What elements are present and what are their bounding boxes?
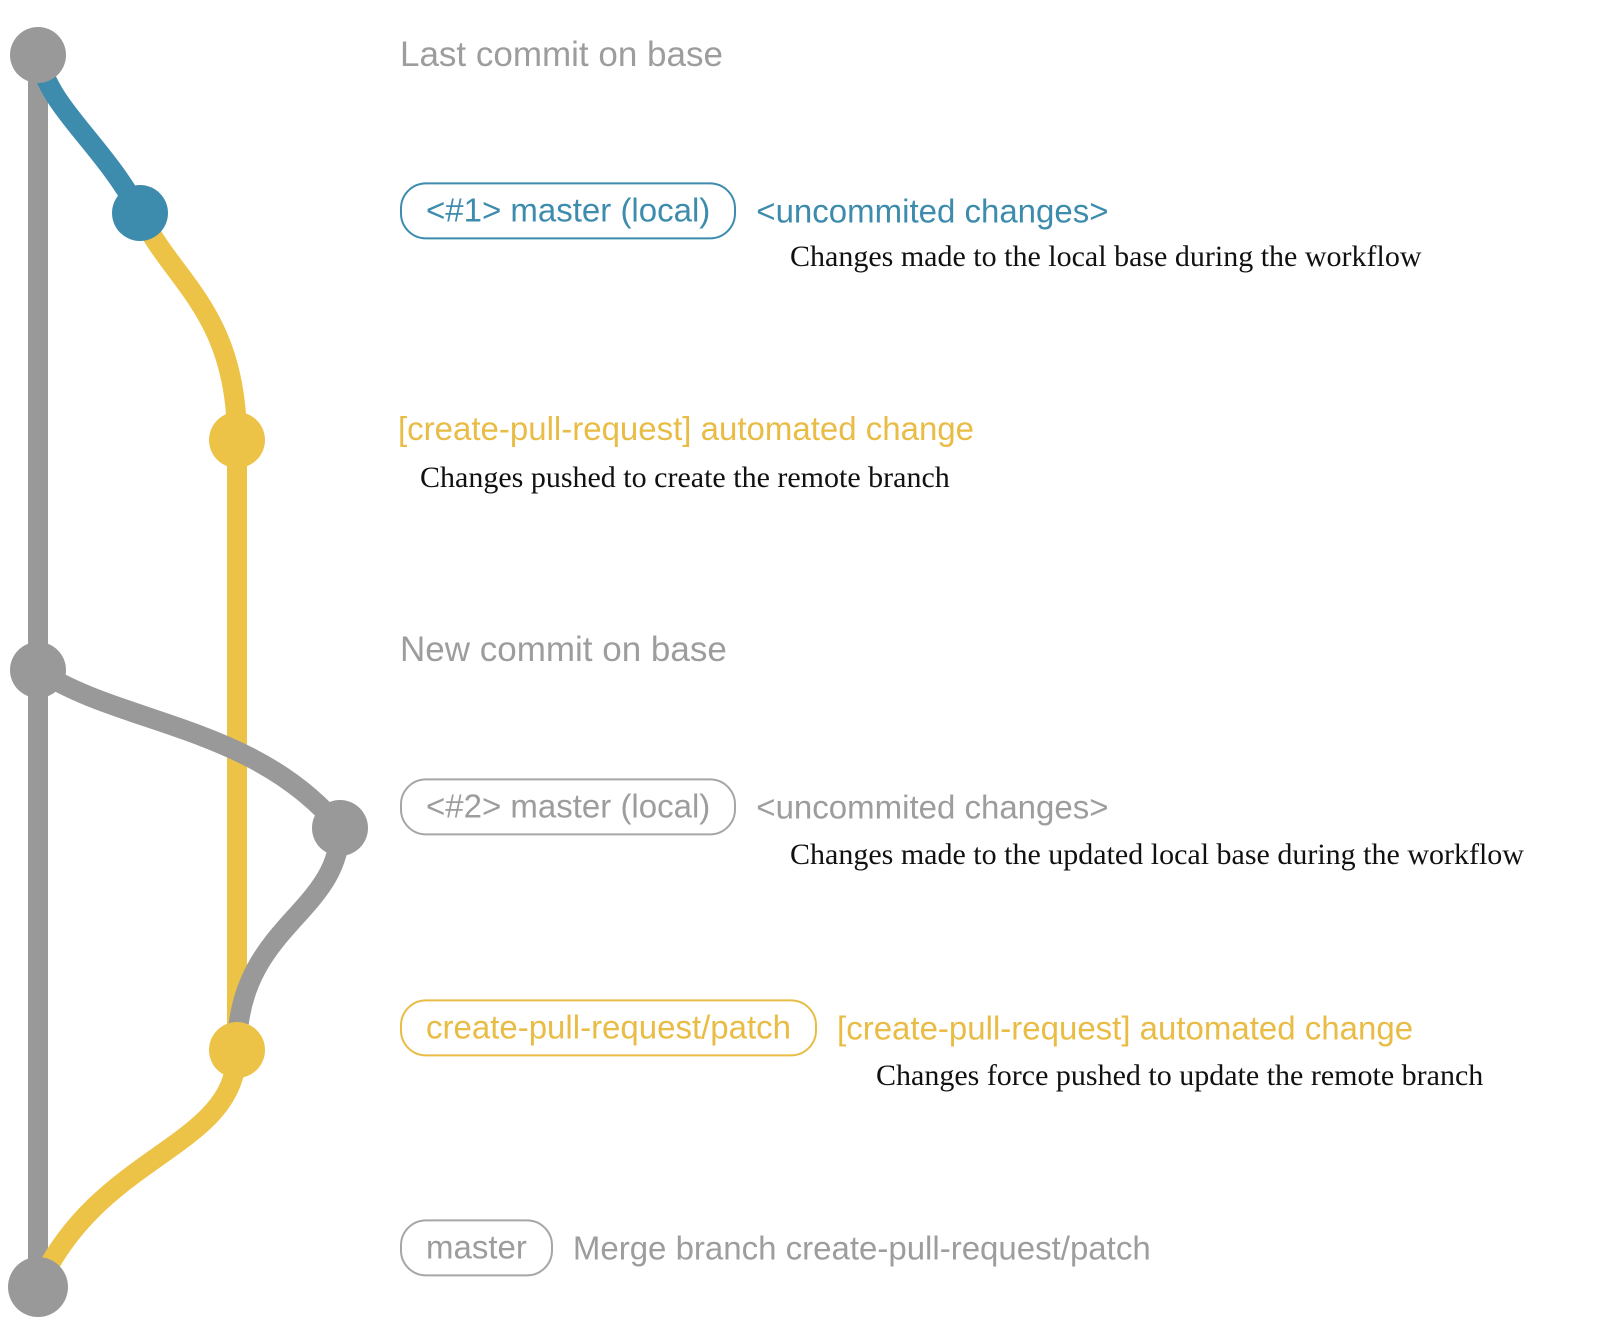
commit-message-merge: Merge branch create-pull-request/patch	[572, 1229, 1151, 1266]
commit-row-automated-2: create-pull-request/patch [create-pull-r…	[400, 999, 1414, 1057]
commit-description-uncommitted-2: Changes made to the updated local base d…	[790, 838, 1524, 871]
commit-description-automated-2: Changes force pushed to update the remot…	[876, 1059, 1484, 1092]
commit-message-uncommitted-1: <uncommited changes>	[756, 192, 1109, 229]
branch-tag-master: master	[400, 1219, 553, 1277]
branch-tag-master-local-1: <#1> master (local)	[400, 182, 737, 240]
commit-node-new-base	[10, 642, 66, 698]
commit-row-uncommitted-2: <#2> master (local) <uncommited changes>	[400, 778, 1109, 836]
local2-to-patch-curve	[227, 818, 350, 1060]
commit-row-new-base: New commit on base	[400, 630, 727, 670]
commit-message-new-base: New commit on base	[400, 630, 727, 669]
local-branch-curve	[28, 45, 150, 223]
patch-branch-out-curve	[130, 203, 247, 450]
commit-node-automated-2	[209, 1022, 265, 1078]
branch-tag-create-pull-request-patch: create-pull-request/patch	[400, 999, 818, 1057]
commit-message-uncommitted-2: <uncommited changes>	[756, 788, 1109, 825]
commit-node-last-base	[10, 27, 66, 83]
commit-node-uncommitted-2	[312, 800, 368, 856]
branch-tag-master-local-2: <#2> master (local)	[400, 778, 737, 836]
commit-description-uncommitted-1: Changes made to the local base during th…	[790, 240, 1422, 273]
commit-message-automated-2: [create-pull-request] automated change	[837, 1009, 1414, 1046]
commit-node-automated-1	[209, 412, 265, 468]
commit-node-uncommitted-1	[112, 185, 168, 241]
commit-message-automated-1: [create-pull-request] automated change	[398, 410, 975, 447]
patch-merge-curve	[28, 1040, 247, 1297]
commit-row-automated-1: [create-pull-request] automated change	[398, 410, 974, 448]
commit-message-last-base: Last commit on base	[400, 35, 723, 74]
commit-row-last-base: Last commit on base	[400, 35, 723, 75]
commit-row-merge: master Merge branch create-pull-request/…	[400, 1219, 1151, 1277]
commit-row-uncommitted-1: <#1> master (local) <uncommited changes>	[400, 182, 1109, 240]
commit-node-merge	[8, 1257, 68, 1317]
commit-description-automated-1: Changes pushed to create the remote bran…	[420, 461, 950, 494]
base-to-local2-curve	[28, 660, 350, 838]
